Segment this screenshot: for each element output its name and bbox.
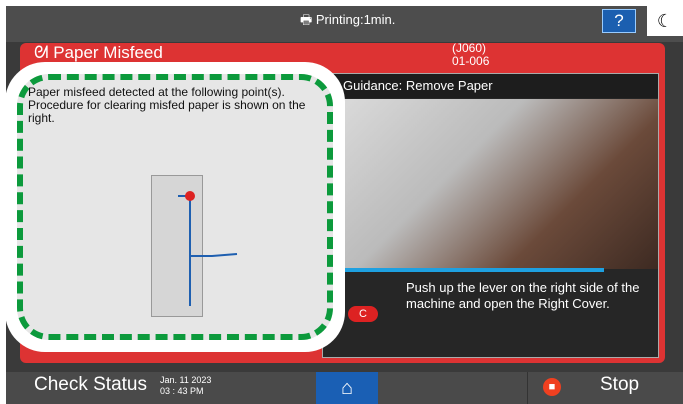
- stop-icon[interactable]: ■: [543, 378, 561, 396]
- alert-title: ᘛ Paper Misfeed: [30, 43, 167, 62]
- highlight-callout: Paper misfeed detected at the following …: [5, 62, 345, 352]
- misfeed-message: Paper misfeed detected at the following …: [28, 85, 306, 125]
- guidance-panel: Guidance: Remove Paper C Push up the lev…: [322, 73, 659, 358]
- machine-diagram: [151, 175, 238, 317]
- moon-icon: ☾: [656, 11, 674, 31]
- subcode: 01-006: [452, 54, 490, 68]
- divider: [527, 372, 528, 404]
- location-badge: C: [348, 306, 378, 322]
- error-code: (J060)01-006: [452, 42, 489, 68]
- printer-icon: 🖶: [300, 12, 316, 27]
- guidance-image: [323, 99, 658, 269]
- help-button[interactable]: ?: [602, 9, 636, 33]
- energy-saver-button[interactable]: ☾: [647, 6, 683, 36]
- misfeed-info: Paper misfeed detected at the following …: [17, 74, 333, 340]
- status-bar: [6, 6, 683, 42]
- check-status-button[interactable]: Check Status: [34, 374, 147, 395]
- guidance-instruction: Push up the lever on the right side of t…: [406, 280, 640, 311]
- code: (J060): [452, 41, 487, 55]
- printing-status: 🖶 Printing:1min.: [300, 12, 396, 27]
- time: 03 : 43 PM: [160, 386, 204, 396]
- home-button[interactable]: ⌂: [316, 372, 378, 404]
- date: Jan. 11 2023: [160, 375, 212, 385]
- guidance-progress: [323, 268, 605, 272]
- stop-button[interactable]: Stop: [600, 374, 640, 395]
- guidance-title: Guidance: Remove Paper: [323, 74, 658, 98]
- home-icon: ⌂: [340, 377, 354, 399]
- misfeed-icon: ᘛ: [34, 43, 54, 62]
